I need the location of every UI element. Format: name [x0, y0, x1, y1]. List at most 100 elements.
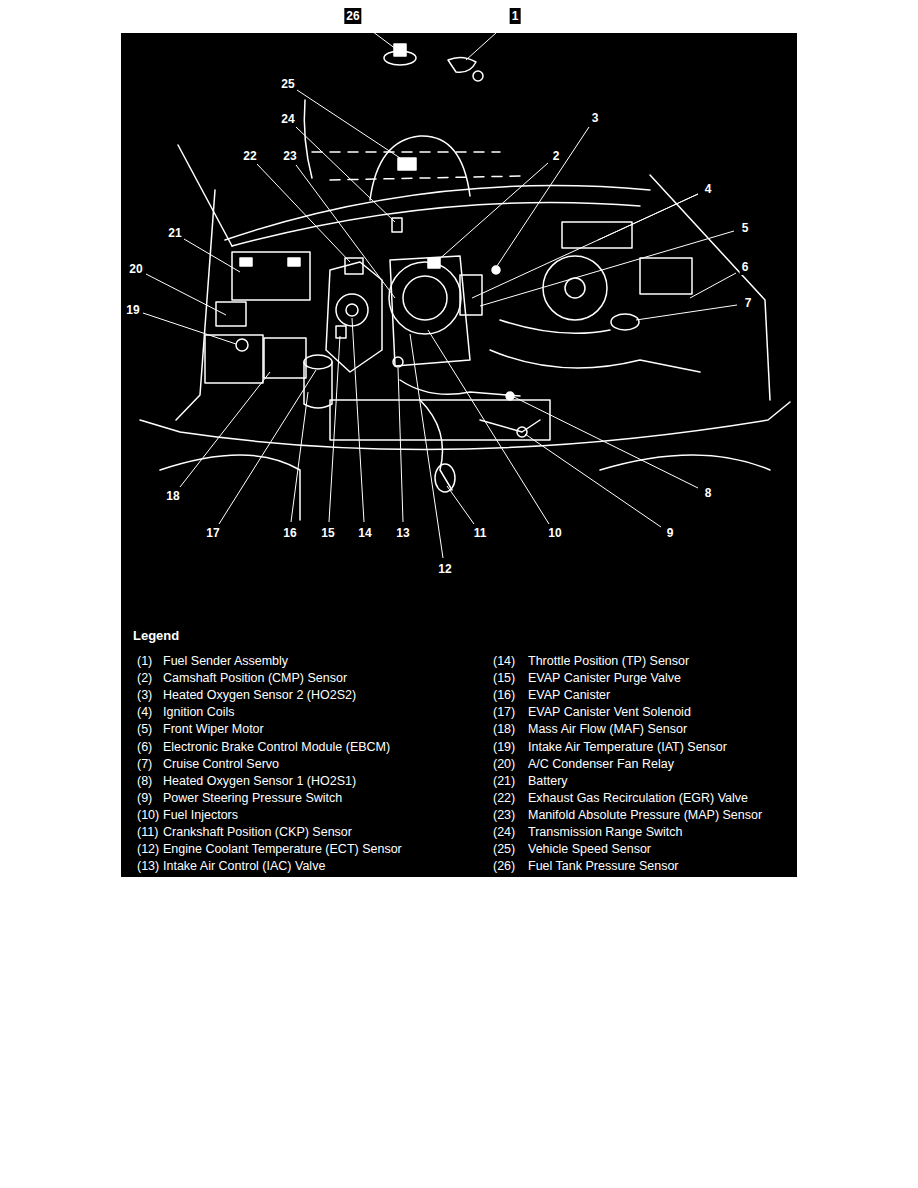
legend-text: Fuel Tank Pressure Sensor [528, 858, 679, 874]
legend-number: (15) [493, 670, 515, 686]
callout-number: 5 [740, 220, 751, 236]
callout-number: 21 [166, 225, 183, 241]
black-panel [121, 33, 797, 877]
legend-number: (24) [493, 824, 515, 840]
callout-number: 22 [241, 148, 258, 164]
leader-line [361, 23, 400, 52]
iac-valve [393, 357, 403, 367]
leader-line [512, 396, 698, 488]
leader-line [636, 305, 737, 320]
egr-valve [345, 258, 363, 274]
legend-number: (8) [137, 773, 152, 789]
callout-number: 25 [279, 76, 296, 92]
callout-number: 9 [665, 525, 676, 541]
legend-number: (14) [493, 653, 515, 669]
leader-line [146, 274, 226, 315]
cowl-lower [232, 202, 640, 246]
wiper-motor [562, 222, 632, 248]
leader-line [398, 368, 403, 522]
leader-line [184, 239, 240, 272]
callout-number: 4 [703, 181, 714, 197]
leader-line [428, 330, 549, 524]
dash-line [312, 151, 500, 153]
front-panel [140, 402, 790, 449]
callout-number: 6 [740, 259, 751, 275]
callout-number: 16 [281, 525, 298, 541]
leader-line [472, 194, 698, 298]
legend-number: (19) [493, 739, 515, 755]
hose [490, 350, 700, 372]
throttle-plate [346, 304, 358, 316]
legend-text: Throttle Position (TP) Sensor [528, 653, 689, 669]
air-intake-inner [403, 276, 447, 320]
legend-text: Camshaft Position (CMP) Sensor [163, 670, 347, 686]
callout-number: 11 [472, 525, 489, 541]
legend-number: (9) [137, 790, 152, 806]
ho2s2 [492, 266, 500, 274]
dash-line [330, 176, 520, 180]
legend-number: (21) [493, 773, 515, 789]
legend-number: (12) [137, 841, 159, 857]
legend-number: (7) [137, 756, 152, 772]
strut-top [565, 278, 585, 298]
callout-number: 13 [394, 525, 411, 541]
legend-number: (18) [493, 721, 515, 737]
air-cleaner [205, 335, 263, 383]
legend-number: (3) [137, 687, 152, 703]
legend-text: Heated Oxygen Sensor 1 (HO2S1) [163, 773, 356, 789]
ps-switch [517, 427, 527, 437]
leader-line [257, 164, 350, 262]
legend-text: Manifold Absolute Pressure (MAP) Sensor [528, 807, 762, 823]
callout-number: 12 [436, 561, 453, 577]
left-wheel-arch [160, 455, 300, 520]
leader-line [466, 23, 507, 60]
legend-number: (22) [493, 790, 515, 806]
ckp-sensor [435, 464, 455, 492]
legend-text: Crankshaft Position (CKP) Sensor [163, 824, 352, 840]
leader-line [296, 165, 395, 298]
leader-line [436, 163, 548, 262]
legend-number: (2) [137, 670, 152, 686]
leader-line [219, 370, 316, 524]
legend-number: (6) [137, 739, 152, 755]
callout-number: 3 [590, 110, 601, 126]
leader-line [291, 392, 308, 522]
callout-number: 20 [127, 261, 144, 277]
hose [500, 320, 610, 333]
legend-text: Battery [528, 773, 568, 789]
callout-number: 18 [164, 488, 181, 504]
legend-number: (26) [493, 858, 515, 874]
fuel-sender [448, 57, 476, 72]
legend-text: Fuel Injectors [163, 807, 238, 823]
radiator [330, 400, 550, 440]
leader-line [525, 434, 661, 527]
callout-number: 23 [281, 148, 298, 164]
relay-box [216, 302, 246, 326]
air-intake [389, 262, 461, 334]
battery [232, 252, 310, 300]
legend-text: Fuel Sender Assembly [163, 653, 288, 669]
leader-line [296, 127, 395, 222]
legend-text: EVAP Canister Purge Valve [528, 670, 681, 686]
leader-line [329, 336, 340, 522]
engine-bay-drawing [140, 44, 790, 520]
callout-number: 19 [124, 302, 141, 318]
legend-number: (5) [137, 721, 152, 737]
evap-canister-top [304, 355, 332, 369]
callout-number: 2 [551, 148, 562, 164]
steering-line [480, 420, 540, 432]
legend-text: Ignition Coils [163, 704, 235, 720]
legend-heading: Legend [133, 628, 179, 644]
legend-text: Exhaust Gas Recirculation (EGR) Valve [528, 790, 748, 806]
cruise-servo [611, 314, 639, 330]
battery-post [288, 258, 300, 266]
legend-number: (1) [137, 653, 152, 669]
legend-number: (13) [137, 858, 159, 874]
legend-text: Cruise Control Servo [163, 756, 279, 772]
callout-number: 24 [279, 111, 296, 127]
purge-valve [336, 326, 346, 338]
a-pillar [178, 145, 232, 246]
sensor-cap [394, 44, 406, 56]
